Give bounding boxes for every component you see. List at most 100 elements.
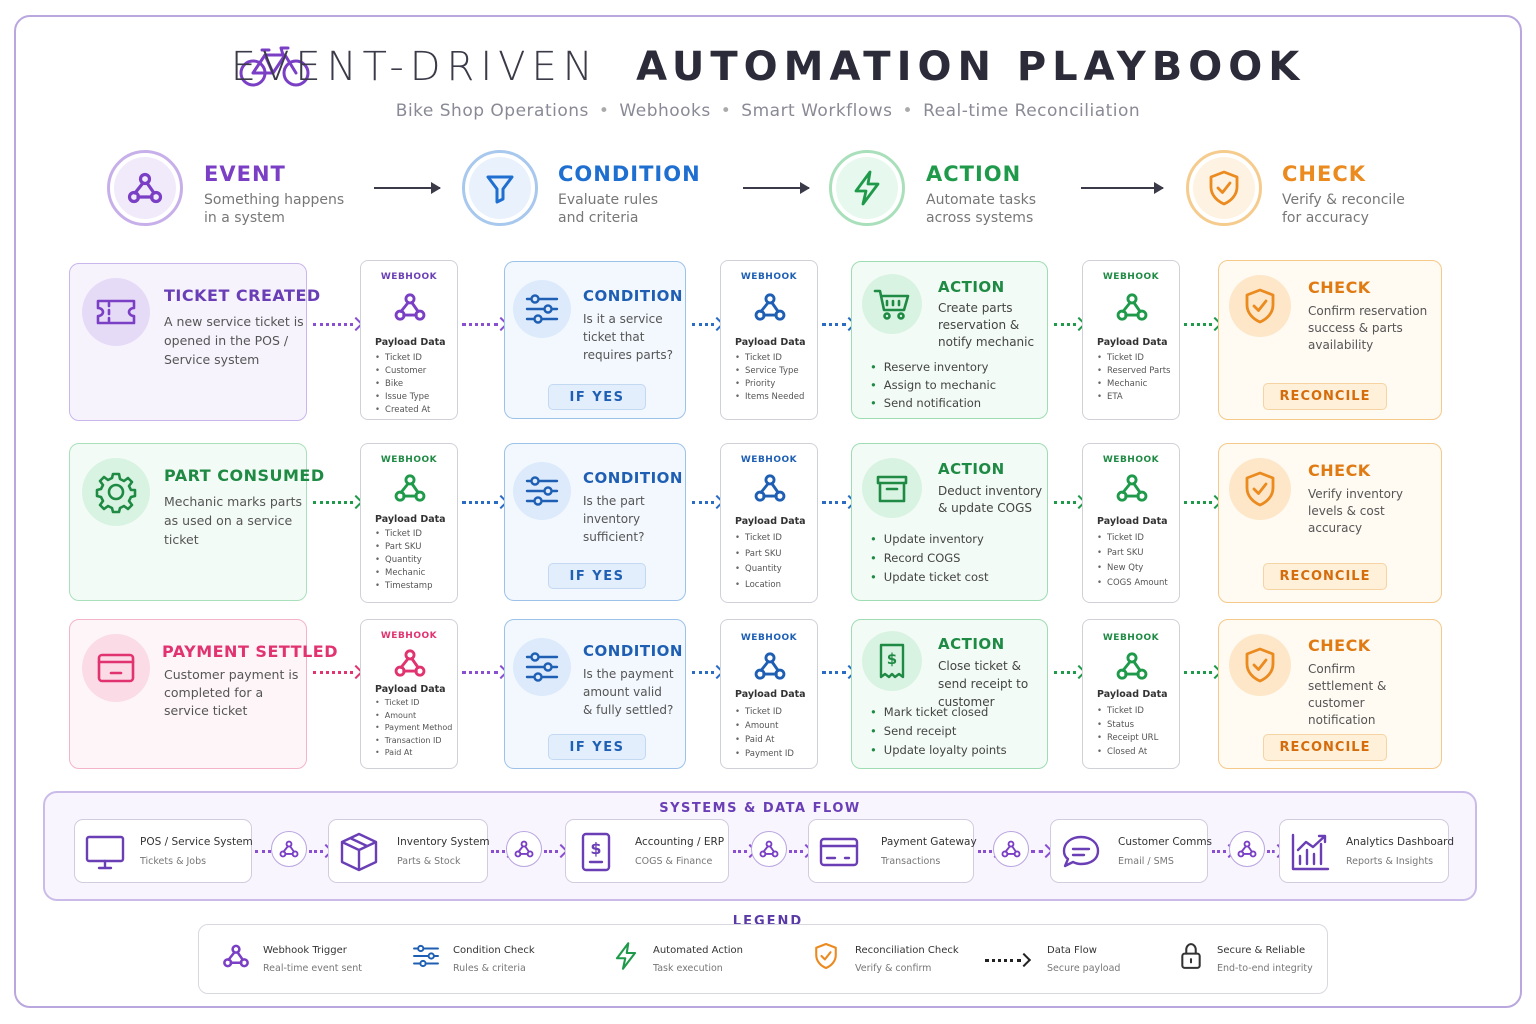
webhook-card[interactable]: WEBHOOK Payload Data Ticket IDService Ty…: [720, 260, 818, 420]
filter-icon: [486, 175, 514, 204]
payload-list: Ticket IDStatusReceipt URLClosed At: [1097, 705, 1158, 759]
if-yes-button[interactable]: IF YES: [548, 563, 646, 589]
webhook-link: [506, 831, 542, 867]
webhook-icon: [223, 944, 249, 968]
chart-icon: [1291, 833, 1330, 871]
data-flow-arrow: [1184, 501, 1212, 504]
payload-list: Ticket IDReserved PartsMechanicETA: [1097, 352, 1170, 404]
data-flow-arrow: [1212, 850, 1226, 853]
credit-card-icon: [819, 837, 859, 867]
action-card: $ ACTION Close ticket & send receipt to …: [851, 619, 1048, 769]
webhook-link: [751, 831, 787, 867]
chat-icon: [1062, 835, 1100, 868]
data-flow-arrow: [462, 501, 498, 504]
data-flow-arrow: [1054, 323, 1076, 326]
if-yes-button[interactable]: IF YES: [548, 734, 646, 760]
data-flow-arrow: [978, 850, 992, 853]
stage-event-name: EVENT: [204, 162, 286, 186]
data-flow-arrow: [313, 501, 353, 504]
event-desc: Customer payment is completed for a serv…: [164, 667, 299, 718]
credit-card-icon: [82, 634, 150, 702]
shield-check-icon: [1209, 170, 1239, 206]
shield-check-icon: [815, 942, 837, 970]
sliders-icon: [513, 280, 571, 338]
webhook-icon: [1116, 474, 1148, 502]
data-flow-arrow: [733, 850, 747, 853]
data-flow-arrow: [692, 671, 714, 674]
data-flow-arrow: [313, 323, 353, 326]
svg-text:$: $: [590, 839, 601, 858]
systems-panel: SYSTEMS & DATA FLOW POS / Service System…: [43, 791, 1477, 901]
bicycle-icon: [239, 46, 310, 87]
event-desc: Mechanic marks parts as used on a servic…: [164, 494, 303, 547]
sliders-icon: [513, 462, 571, 520]
data-flow-arrow: [822, 501, 846, 504]
system-pos[interactable]: POS / Service System Tickets & Jobs: [74, 819, 253, 883]
system-inventory[interactable]: Inventory System Parts & Stock: [328, 819, 490, 883]
lightning-icon: [615, 942, 637, 970]
data-flow-arrow: [544, 850, 558, 853]
gear-icon: [82, 458, 150, 526]
action-steps: Mark ticket closedSend receiptUpdate loy…: [870, 703, 1007, 760]
action-card: ACTION Deduct inventory & update COGS Up…: [851, 443, 1048, 601]
stage-arrow: [743, 182, 810, 194]
condition-card: CONDITION Is it a service ticket that re…: [504, 261, 686, 419]
payload-list: Ticket IDAmountPaid AtPayment ID: [735, 705, 794, 761]
stage-condition-circle: [462, 150, 538, 226]
legend-panel: Webhook Trigger Real-time event sent Con…: [198, 924, 1328, 994]
shield-check-icon: [1229, 634, 1291, 696]
event-title: PAYMENT SETTLED: [162, 642, 338, 661]
data-flow-arrow: [1031, 850, 1043, 853]
lightning-icon: [854, 170, 880, 206]
webhook-card[interactable]: WEBHOOK Payload Data Ticket IDCustomerBi…: [360, 260, 458, 420]
payload-list: Ticket IDPart SKUQuantityLocation: [735, 531, 782, 593]
action-card: ACTION Create parts reservation & notify…: [851, 261, 1048, 419]
webhook-icon: [754, 652, 786, 680]
reconcile-button[interactable]: RECONCILE: [1263, 734, 1387, 761]
data-flow-arrow: [1184, 323, 1212, 326]
reconcile-button[interactable]: RECONCILE: [1263, 383, 1387, 410]
data-flow-arrow: [462, 323, 498, 326]
dotted-arrow-icon: [985, 959, 1021, 962]
check-card: CHECK Verify inventory levels & cost acc…: [1218, 443, 1442, 603]
webhook-card[interactable]: WEBHOOK Payload Data Ticket IDAmountPaym…: [360, 619, 458, 769]
payload-list: Ticket IDPart SKUNew QtyCOGS Amount: [1097, 531, 1168, 591]
webhook-icon: [1116, 652, 1148, 680]
webhook-card[interactable]: WEBHOOK Payload Data Ticket IDReserved P…: [1082, 260, 1180, 420]
cart-icon: [862, 274, 922, 334]
event-title: TICKET CREATED: [164, 286, 321, 305]
data-flow-arrow: [1184, 671, 1212, 674]
webhook-icon: [127, 172, 163, 204]
webhook-card[interactable]: WEBHOOK Payload Data Ticket IDPart SKUNe…: [1082, 443, 1180, 603]
webhook-icon: [394, 293, 426, 321]
receipt-icon: $: [581, 832, 611, 872]
data-flow-arrow: [692, 323, 714, 326]
webhook-icon: [1001, 840, 1021, 858]
webhook-icon: [754, 474, 786, 502]
webhook-link: [271, 831, 307, 867]
webhook-icon: [279, 840, 299, 858]
system-payment-gateway[interactable]: Payment Gateway Transactions: [808, 819, 977, 883]
shield-check-icon: [1229, 275, 1291, 337]
webhook-icon: [514, 840, 534, 858]
system-analytics[interactable]: Analytics Dashboard Reports & Insights: [1279, 819, 1454, 883]
event-title: PART CONSUMED: [164, 466, 325, 485]
webhook-card[interactable]: WEBHOOK Payload Data Ticket IDPart SKUQu…: [360, 443, 458, 603]
webhook-card[interactable]: WEBHOOK Payload Data Ticket IDPart SKUQu…: [720, 443, 818, 603]
if-yes-button[interactable]: IF YES: [548, 384, 646, 410]
system-customer-comms[interactable]: Customer Comms Email / SMS: [1050, 819, 1212, 883]
webhook-card[interactable]: WEBHOOK Payload Data Ticket IDStatusRece…: [1082, 619, 1180, 769]
event-card-part-consumed: PART CONSUMED Mechanic marks parts as us…: [69, 443, 324, 601]
payload-list: Ticket IDService TypePriorityItems Neede…: [735, 352, 804, 404]
condition-card: CONDITION Is the part inventory sufficie…: [504, 443, 686, 601]
stage-action-circle: [829, 150, 905, 226]
condition-card: CONDITION Is the payment amount valid & …: [504, 619, 686, 769]
data-flow-arrow: [822, 323, 846, 326]
system-accounting[interactable]: $ Accounting / ERP COGS & Finance: [565, 819, 729, 883]
stage-arrow: [374, 182, 441, 194]
reconcile-button[interactable]: RECONCILE: [1263, 563, 1387, 590]
webhook-card[interactable]: WEBHOOK Payload Data Ticket IDAmountPaid…: [720, 619, 818, 769]
